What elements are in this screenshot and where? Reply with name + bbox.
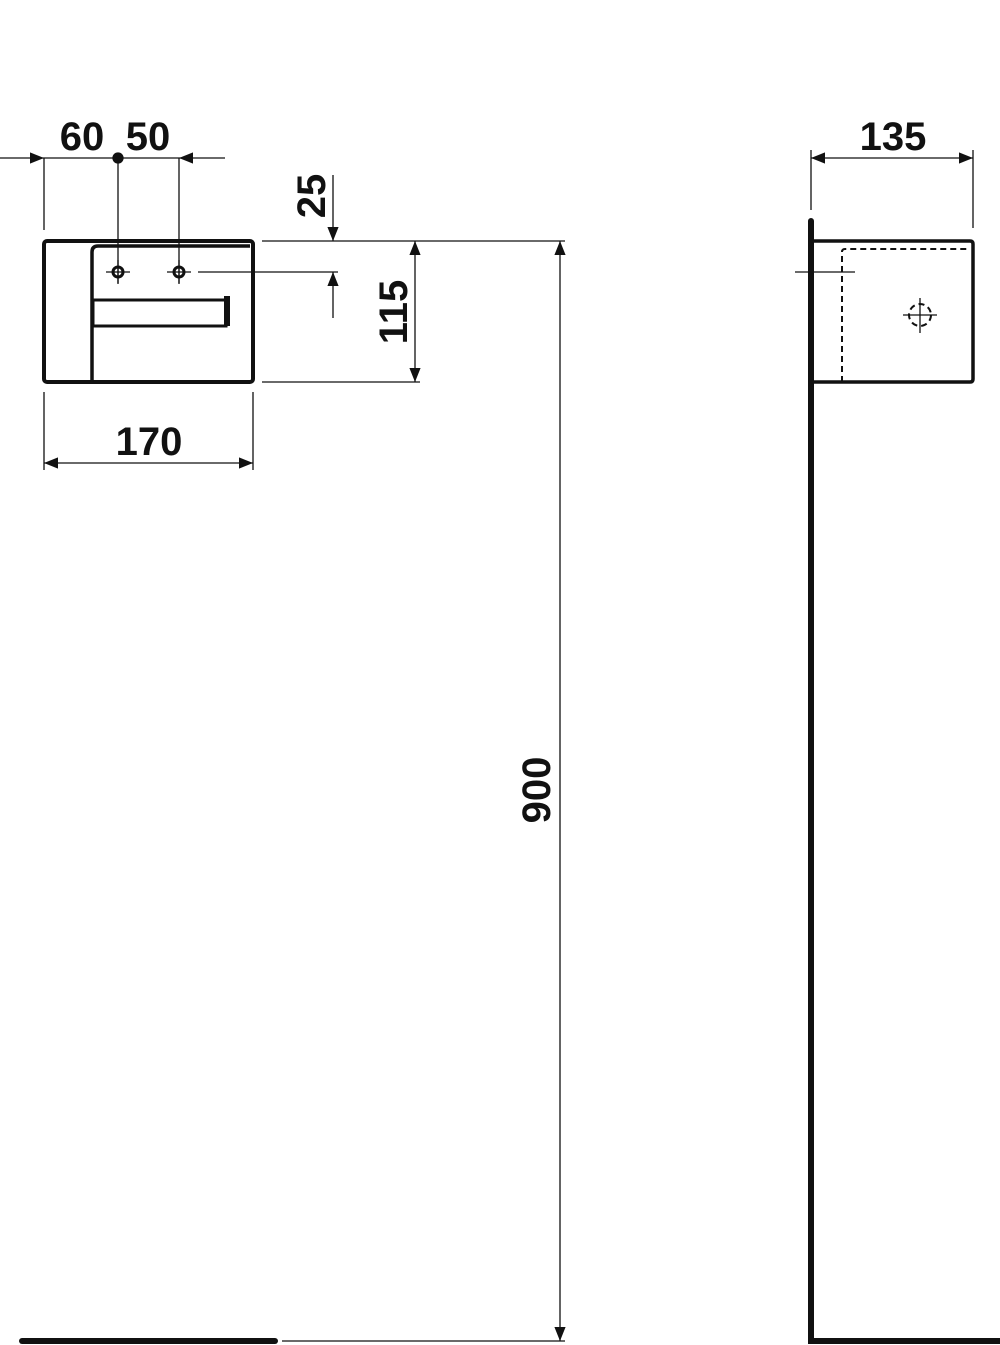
dim-label-mount-height: 900: [515, 757, 559, 824]
dim-label-hole-spacing: 50: [126, 115, 171, 159]
dim-label-width: 170: [116, 420, 183, 464]
dimension-hole-positions: [0, 152, 225, 283]
mounting-hole-icon: [167, 260, 191, 284]
mounting-hole-icon: [106, 260, 130, 284]
dimension-width: [43, 392, 254, 470]
dimension-mount-height: [282, 241, 566, 1342]
dimension-height: [262, 241, 421, 383]
dim-label-height: 115: [372, 280, 416, 345]
dim-label-depth: 135: [860, 115, 927, 159]
fixing-point-icon: [903, 298, 937, 333]
dim-label-hole-offset: 60: [60, 115, 105, 159]
front-view: [42, 239, 255, 384]
dimension-depth: [810, 150, 974, 228]
side-view: [795, 218, 1000, 1344]
dim-label-hole-height: 25: [290, 174, 334, 219]
